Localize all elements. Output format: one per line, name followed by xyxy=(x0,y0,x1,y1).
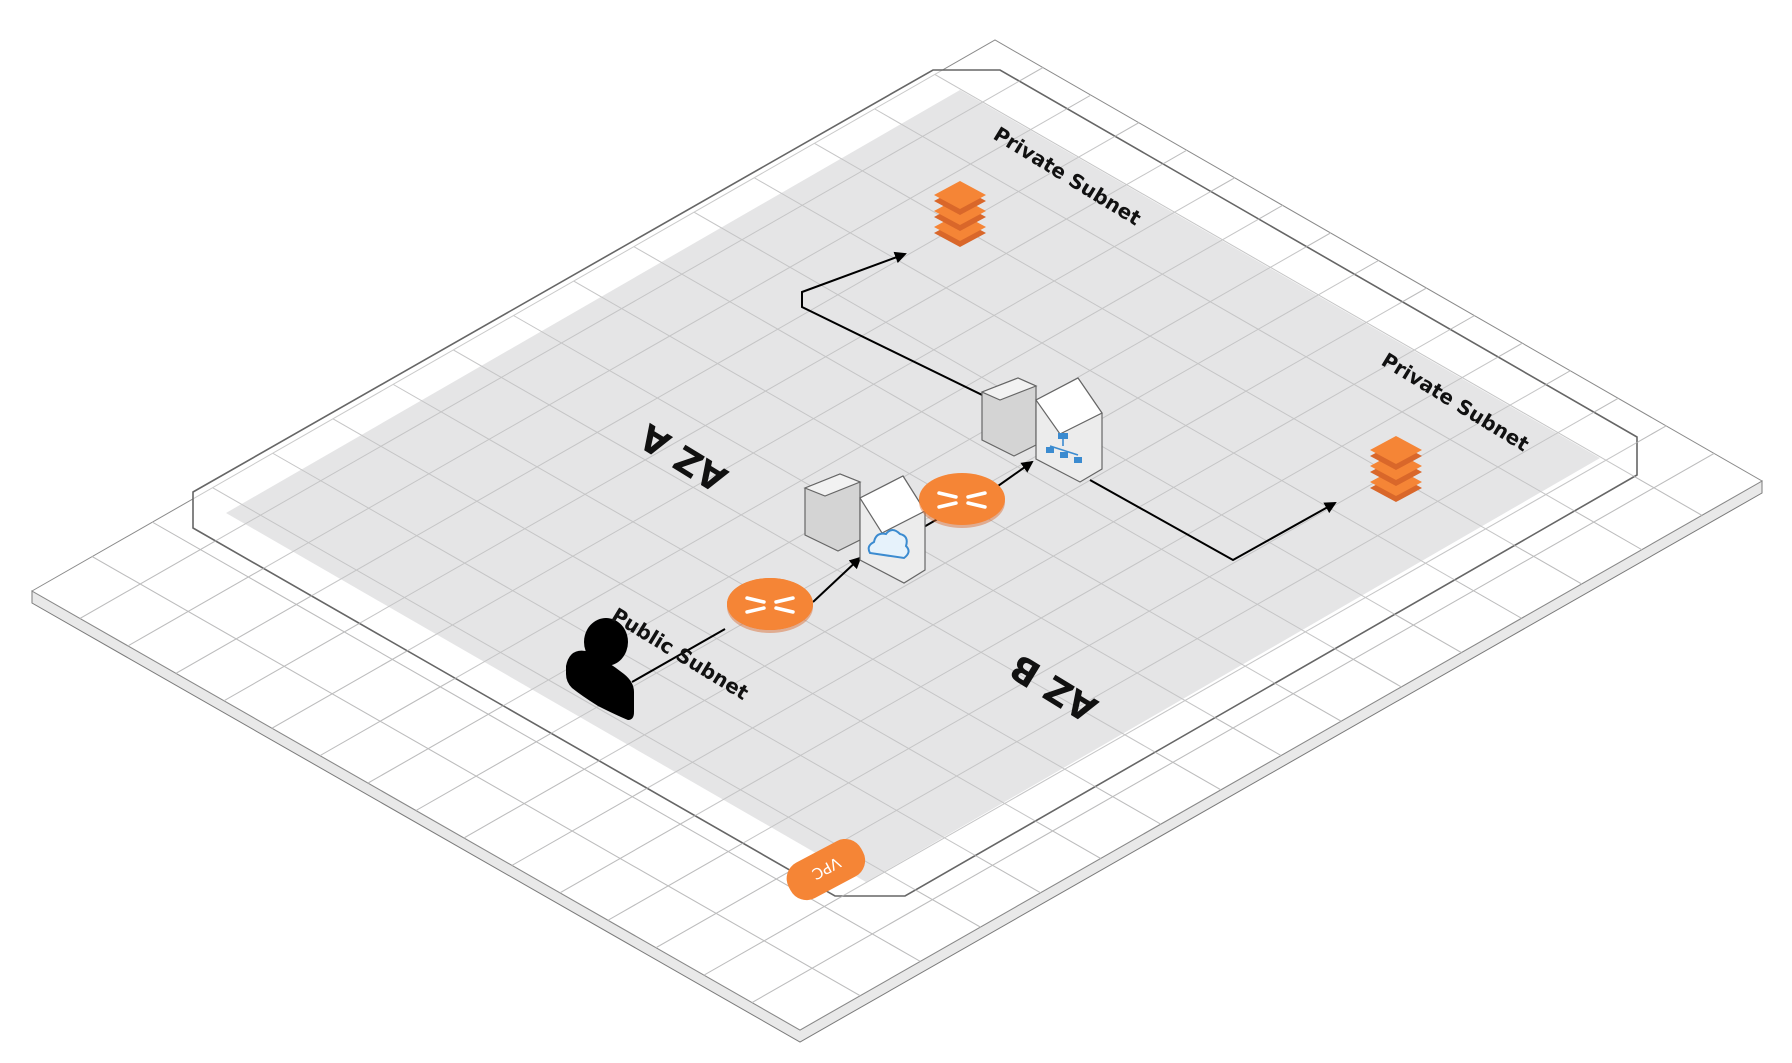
grid-line xyxy=(559,342,1523,894)
grid-line xyxy=(754,177,1522,619)
grid-line xyxy=(633,246,1402,688)
grid-line xyxy=(463,287,1427,839)
grid-line xyxy=(874,108,1642,551)
grid-line xyxy=(751,453,1715,1003)
stacked-instances-icon xyxy=(1370,436,1422,502)
router-icon xyxy=(919,473,1005,528)
grid-line xyxy=(934,74,1703,516)
grid-line xyxy=(703,425,1667,976)
connector-user-router xyxy=(631,628,726,683)
connector-router-gateway xyxy=(812,556,862,603)
grid-line xyxy=(511,315,1475,866)
user-icon xyxy=(566,618,634,720)
vpc-badge: VPC xyxy=(786,838,866,901)
load-balancer-icon xyxy=(980,377,1103,483)
connector-lb-private-top xyxy=(801,251,1061,434)
stacked-instances-icon xyxy=(934,181,986,247)
connector-lb-private-right xyxy=(1089,479,1337,562)
router-icon xyxy=(727,578,813,633)
internet-gateway-cloud-icon xyxy=(803,473,926,584)
connector-router-lb xyxy=(997,460,1034,487)
